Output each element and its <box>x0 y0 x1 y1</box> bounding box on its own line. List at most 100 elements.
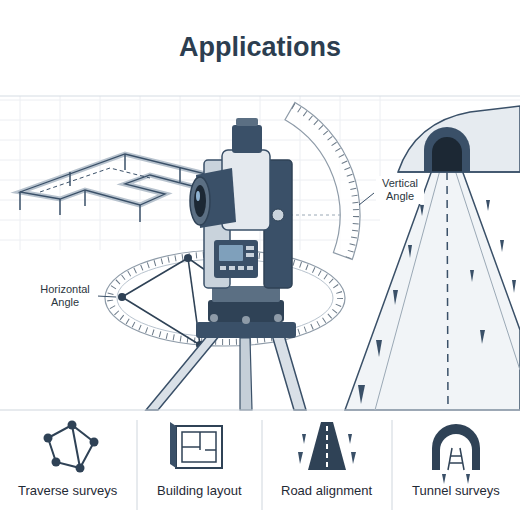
road-stakes <box>358 200 516 404</box>
tunnel-portal-part <box>398 171 520 173</box>
tunnel-portal-part <box>432 137 462 172</box>
road-stakes-part <box>376 340 382 357</box>
grid-background-part <box>140 96 141 250</box>
total-station-part <box>190 177 210 225</box>
vertical-angle-arc-part <box>293 106 356 258</box>
application-caption: Traverse surveys <box>18 483 117 498</box>
total-station-part <box>236 118 258 126</box>
total-station-part <box>196 191 200 201</box>
road-stakes-part <box>512 280 516 293</box>
bottom-panel <box>0 410 520 510</box>
road-icon-part <box>298 434 356 464</box>
building-plan-icon-part <box>182 432 216 462</box>
tripod-part <box>196 322 296 338</box>
tunnel-icon-part-part <box>460 448 464 470</box>
title: Applications <box>179 32 341 63</box>
traverse-icon-part-part <box>48 425 94 468</box>
total-station-part-part <box>229 266 235 270</box>
traverse-icon <box>44 421 99 473</box>
total-station-part <box>272 209 284 221</box>
layout-stakes-part <box>19 192 21 210</box>
road-icon-part-part <box>302 434 306 444</box>
total-station-part <box>220 246 254 270</box>
total-station-part-part <box>220 266 226 270</box>
road-centerline <box>447 172 448 410</box>
traverse-icon-part <box>48 425 94 468</box>
tunnel-icon <box>432 424 480 484</box>
total-station-part <box>194 185 206 217</box>
road-stakes-part <box>480 330 485 344</box>
application-caption: Building layout <box>157 483 242 498</box>
building-plan-icon-part-part <box>205 449 216 451</box>
building-layout-part <box>40 168 150 192</box>
grid-background-part <box>20 96 21 250</box>
layout-stakes-part <box>59 199 61 215</box>
layout-stakes-part <box>124 154 126 170</box>
traverse-icon-part <box>44 421 99 473</box>
tunnel-icon-part-part <box>450 462 462 464</box>
tunnel-icon-part-part <box>451 455 461 457</box>
grid-background-part <box>180 96 181 250</box>
building-plan-icon <box>170 422 222 468</box>
road-stakes-part <box>358 385 365 404</box>
traverse-icon-part-part <box>72 425 80 468</box>
building-plan-icon-part-part <box>182 446 200 448</box>
leader-line <box>359 193 374 205</box>
tunnel-icon-part-part <box>442 474 446 484</box>
tunnel-icon-part <box>448 448 464 470</box>
layout-stakes-part <box>69 172 71 186</box>
tripod-part <box>272 335 306 410</box>
total-station-part <box>214 240 258 278</box>
total-station <box>190 118 292 324</box>
total-station-part-part <box>247 266 253 270</box>
total-station-part <box>210 314 218 322</box>
bottom-panel-part <box>392 420 393 510</box>
road-icon-part-part <box>298 452 303 464</box>
tunnel-portal-part <box>398 106 520 172</box>
grid-background-part <box>60 96 61 250</box>
leader-line <box>97 296 116 297</box>
tripod-part <box>240 338 252 410</box>
building-plan-icon-part <box>170 422 176 468</box>
total-station-part <box>219 245 243 261</box>
building-plan-icon-part <box>176 426 222 468</box>
tunnel-portal-part <box>424 127 470 172</box>
total-station-part-part <box>246 253 254 257</box>
road-stakes-part <box>408 245 412 258</box>
total-station-part-part <box>246 246 254 250</box>
building-plan-icon-part-part <box>182 432 216 462</box>
road-icon-part-part <box>348 434 352 444</box>
tunnel-icon-part <box>432 424 480 470</box>
road-stakes-part <box>420 205 424 216</box>
bottom-panel-part <box>0 410 520 411</box>
road-shoulder <box>375 170 440 410</box>
tunnel-icon-part <box>440 434 472 470</box>
road-stakes-part <box>486 200 490 211</box>
road-icon-part <box>308 422 346 470</box>
horizontal-angle-circle-part <box>110 254 340 342</box>
tripod <box>146 322 306 410</box>
angle-label: Horizontal Angle <box>32 282 98 310</box>
tunnel-icon-part-part <box>466 474 470 484</box>
traverse-icon-part-part <box>90 438 99 447</box>
total-station-part-part <box>238 266 244 270</box>
total-station-part <box>274 314 282 322</box>
bottom-panel-part <box>137 420 138 510</box>
layout-stakes-part <box>84 190 86 206</box>
application-caption: Tunnel surveys <box>412 483 500 498</box>
traverse-points-part <box>184 254 192 262</box>
tunnel-icon-part <box>442 474 470 484</box>
road-stakes-part <box>393 290 398 305</box>
tunnel-icon-part-part <box>448 448 452 470</box>
layout-stakes-part <box>139 205 141 222</box>
angle-label: Vertical Angle <box>376 176 424 204</box>
total-station-part <box>232 125 262 153</box>
road-surface <box>345 170 520 410</box>
grid-background-part <box>0 220 380 221</box>
vertical-angle-arc-part <box>285 102 360 259</box>
road-stakes-part <box>470 270 474 282</box>
road-icon-part <box>326 426 328 468</box>
traverse-icon-part-part <box>76 464 85 473</box>
layout-stakes-part <box>179 168 181 182</box>
